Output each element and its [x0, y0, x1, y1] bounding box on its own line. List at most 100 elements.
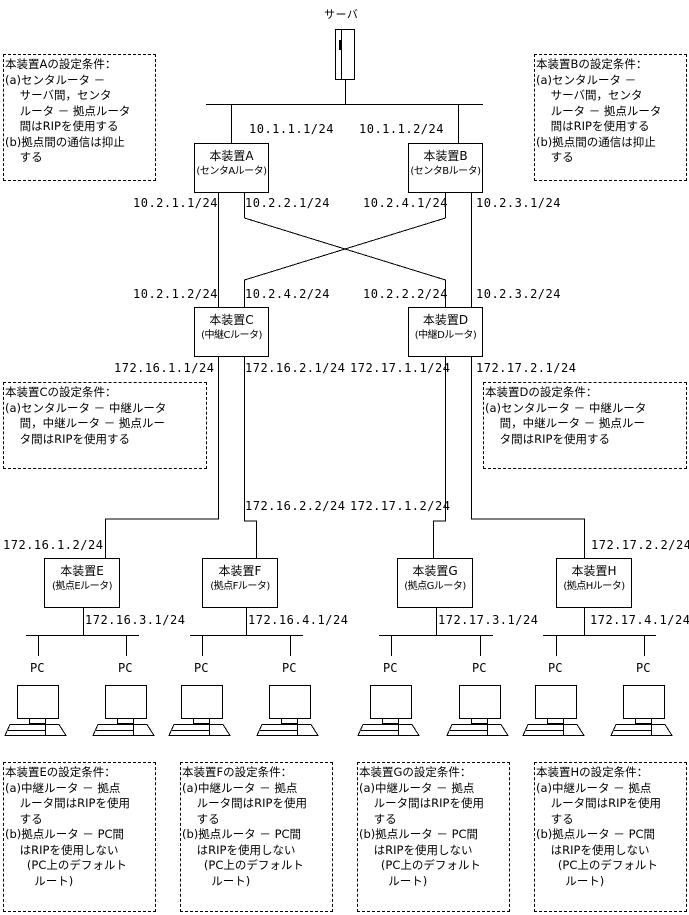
note-line: ルータ － 拠点ルータ	[536, 103, 662, 118]
router-g-role: (拠点Gルータ)	[404, 581, 466, 592]
note-line: (a)中継ルータ － 拠点	[182, 780, 298, 795]
note-line: する	[536, 150, 574, 164]
note-line: (PC上のデフォルト	[182, 858, 304, 872]
server-label: サーバ	[324, 8, 359, 21]
note-line: (a)センタルータ －	[536, 72, 637, 87]
note-line: 本装置Dの設定条件：	[485, 385, 598, 399]
note-line: (b)拠点間の通信は抑止	[5, 134, 125, 149]
note-line: 間，中継ルータ － 拠点ルー	[485, 416, 645, 430]
note-line: 本装置Bの設定条件：	[536, 57, 648, 71]
note-line: 本装置Eの設定条件：	[5, 765, 116, 779]
note-line: (a)中継ルータ － 拠点	[536, 780, 652, 795]
note-line: はRIPを使用しない	[182, 842, 296, 857]
note-line: ルータ間はRIPを使用	[5, 796, 130, 810]
router-g[interactable]: 本装置G (拠点Gルータ)	[397, 558, 473, 608]
note-line: ルート)	[5, 873, 74, 888]
addr-b-server: 10.1.1.2/24	[359, 122, 444, 136]
addr-a-server: 10.1.1.1/24	[249, 122, 334, 136]
note-line: ルート)	[536, 873, 605, 888]
addr-b-to-c: 10.2.4.1/24	[363, 196, 448, 210]
note-line: (PC上のデフォルト	[536, 858, 658, 872]
server-icon	[335, 29, 355, 105]
note-line: 本装置Aの設定条件：	[5, 57, 117, 71]
router-d[interactable]: 本装置D (中継Dルータ)	[408, 307, 483, 357]
addr-d-from-b: 10.2.3.2/24	[476, 287, 561, 301]
router-a-role: (センタAルータ)	[196, 166, 267, 177]
note-line: (b)拠点間の通信は抑止	[536, 134, 656, 149]
addr-d-from-a: 10.2.2.2/24	[363, 287, 448, 301]
note-line: 本装置Gの設定条件：	[359, 765, 472, 779]
router-e[interactable]: 本装置E (拠点Eルータ)	[44, 558, 120, 608]
note-router-a: 本装置Aの設定条件：(a)センタルータ － サーバ間，センタ ルータ － 拠点ル…	[3, 54, 156, 181]
addr-d-to-g: 172.17.1.1/24	[350, 361, 451, 375]
note-line: (a)センタルータ － 中継ルータ	[5, 400, 167, 415]
note-router-b: 本装置Bの設定条件：(a)センタルータ － サーバ間，センタ ルータ － 拠点ル…	[534, 54, 687, 181]
note-line: (b)拠点ルータ － PC間	[5, 827, 125, 841]
pc-icon	[522, 685, 585, 736]
note-line: (a)センタルータ － 中継ルータ	[485, 400, 647, 415]
note-line: する	[5, 150, 43, 164]
router-c[interactable]: 本装置C (中継Cルータ)	[194, 307, 269, 357]
note-line: 間，中継ルータ － 拠点ルー	[5, 416, 165, 430]
note-line: (a)中継ルータ － 拠点	[5, 780, 121, 795]
router-d-role: (中継Dルータ)	[414, 330, 477, 341]
pc-label: PC	[118, 661, 133, 675]
addr-f-lan: 172.16.4.1/24	[248, 613, 349, 627]
pc-label: PC	[636, 661, 651, 675]
pc-label: PC	[472, 661, 487, 675]
link-c-f	[244, 357, 257, 558]
router-c-name: 本装置C	[209, 313, 254, 327]
pc-icon	[168, 685, 231, 736]
pc-icon	[92, 685, 155, 736]
router-c-role: (中継Cルータ)	[201, 330, 262, 341]
note-line: はRIPを使用しない	[536, 842, 650, 857]
router-h-name: 本装置H	[571, 564, 617, 578]
router-g-name: 本装置G	[412, 564, 458, 578]
addr-f-from-c: 172.16.2.2/24	[245, 499, 346, 513]
addr-c-to-e: 172.16.1.1/24	[114, 361, 215, 375]
router-a[interactable]: 本装置A (センタAルータ)	[194, 143, 269, 193]
note-line: ルータ間はRIPを使用	[536, 796, 661, 810]
pc-label: PC	[30, 661, 45, 675]
note-router-c: 本装置Cの設定条件：(a)センタルータ － 中継ルータ 間，中継ルータ － 拠点…	[3, 382, 207, 469]
addr-e-from-c: 172.16.1.2/24	[3, 538, 104, 552]
router-e-name: 本装置E	[60, 564, 104, 578]
note-line: (a)中継ルータ － 拠点	[359, 780, 475, 795]
addr-c-from-a: 10.2.1.2/24	[133, 287, 218, 301]
router-b-role: (センタBルータ)	[410, 166, 481, 177]
addr-a-to-d: 10.2.2.1/24	[245, 196, 330, 210]
note-line: する	[182, 811, 220, 826]
note-line: ルータ間はRIPを使用	[359, 796, 484, 810]
pc-label: PC	[383, 661, 398, 675]
note-line: ルート)	[182, 873, 251, 888]
router-b[interactable]: 本装置B (センタBルータ)	[408, 143, 483, 193]
router-f[interactable]: 本装置F (拠点Fルータ)	[202, 558, 278, 608]
addr-c-to-f: 172.16.2.1/24	[245, 361, 346, 375]
note-line: はRIPを使用しない	[359, 842, 473, 857]
pc-label: PC	[548, 661, 563, 675]
pc-icon	[256, 685, 319, 736]
pc-icon	[446, 685, 509, 736]
note-line: する	[5, 811, 43, 826]
link-b-c	[244, 217, 446, 307]
note-line: (b)拠点ルータ － PC間	[536, 827, 656, 841]
pc-label: PC	[282, 661, 297, 675]
router-h[interactable]: 本装置H (拠点Hルータ)	[556, 558, 632, 608]
pc-label: PC	[194, 661, 209, 675]
router-f-name: 本装置F	[218, 564, 262, 578]
note-line: タ間はRIPを使用する	[485, 431, 610, 446]
router-a-name: 本装置A	[209, 149, 254, 163]
note-line: サーバ間，センタ	[536, 88, 643, 102]
note-line: タ間はRIPを使用する	[5, 431, 130, 446]
note-line: 間はRIPを使用する	[536, 119, 650, 133]
addr-a-to-c: 10.2.1.1/24	[133, 196, 218, 210]
addr-b-to-d: 10.2.3.1/24	[476, 196, 561, 210]
pc-icon	[610, 685, 673, 736]
note-line: 本装置Fの設定条件：	[182, 765, 293, 779]
addr-c-from-b: 10.2.4.2/24	[245, 287, 330, 301]
addr-e-lan: 172.16.3.1/24	[85, 613, 186, 627]
note-line: (b)拠点ルータ － PC間	[182, 827, 302, 841]
note-router-d: 本装置Dの設定条件：(a)センタルータ － 中継ルータ 間，中継ルータ － 拠点…	[483, 382, 687, 469]
router-e-role: (拠点Eルータ)	[51, 581, 113, 592]
router-f-role: (拠点Fルータ)	[210, 581, 270, 592]
